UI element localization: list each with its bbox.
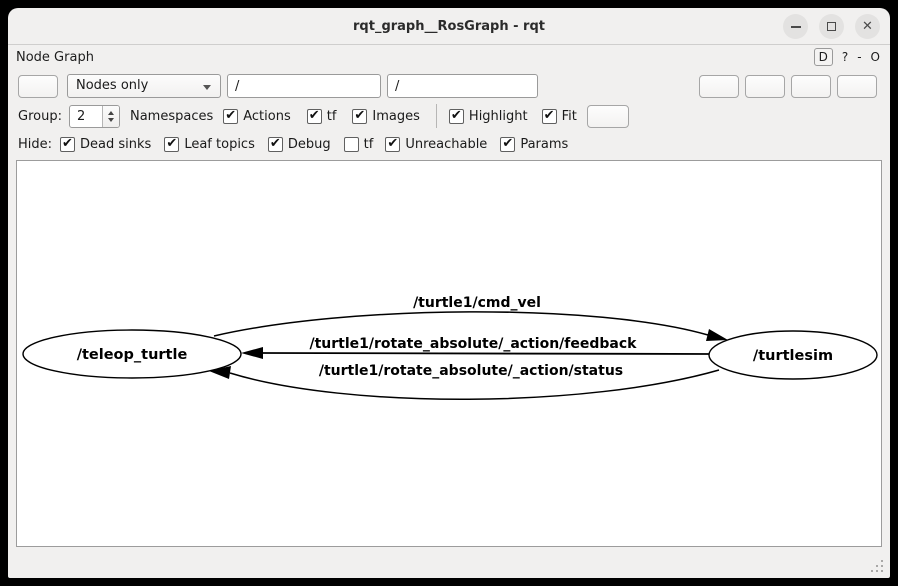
- checkbox-images[interactable]: Images: [352, 108, 420, 124]
- checkbox-highlight[interactable]: Highlight: [448, 108, 528, 124]
- minimize-button[interactable]: [783, 14, 808, 39]
- checkbox-indicator: [541, 108, 557, 124]
- checkbox-fit[interactable]: Fit: [541, 108, 577, 124]
- group-label: Group:: [18, 108, 62, 124]
- minimize-icon: [790, 25, 801, 28]
- checkbox-indicator: [385, 136, 401, 152]
- close-button[interactable]: ✕: [855, 14, 880, 39]
- checkbox-indicator: [267, 136, 283, 152]
- window-title: rqt_graph__RosGraph - rqt: [353, 19, 545, 34]
- group-spinner[interactable]: 2: [68, 104, 120, 128]
- node-label-turtlesim: /turtlesim: [753, 348, 833, 364]
- checkbox-tf-hide[interactable]: tf: [343, 136, 373, 152]
- spinner-arrows[interactable]: [101, 105, 119, 127]
- node-teleop-turtle[interactable]: [22, 329, 242, 379]
- namespaces-label: Namespaces: [129, 108, 214, 124]
- highlight-tool-button[interactable]: [699, 74, 739, 98]
- checkbox-debug[interactable]: Debug: [267, 136, 331, 152]
- close-icon: ✕: [862, 19, 873, 34]
- refresh-button[interactable]: [18, 74, 58, 98]
- spin-up-icon: [107, 110, 114, 115]
- checkbox-unreachable[interactable]: Unreachable: [385, 136, 487, 152]
- dock-title: Node Graph: [16, 50, 94, 65]
- topic-filter-input[interactable]: [387, 74, 538, 98]
- save-image-button[interactable]: [837, 74, 877, 98]
- checkbox-indicator: [164, 136, 180, 152]
- graph-type-dropdown[interactable]: Nodes only: [67, 74, 221, 98]
- checkbox-indicator: [500, 136, 516, 152]
- edge-label-cmd-vel: /turtle1/cmd_vel: [413, 295, 541, 311]
- separator: [435, 104, 437, 128]
- checkbox-indicator: [352, 108, 368, 124]
- save-dot-button[interactable]: [791, 74, 831, 98]
- checkbox-indicator: [223, 108, 239, 124]
- rqt-window: rqt_graph__RosGraph - rqt ✕ Node Graph D…: [8, 8, 890, 578]
- edge-label-status: /turtle1/rotate_absolute/_action/status: [319, 363, 623, 379]
- dock-help-button[interactable]: ?: [841, 50, 849, 64]
- node-label-teleop-turtle: /teleop_turtle: [77, 347, 188, 363]
- title-bar[interactable]: rqt_graph__RosGraph - rqt ✕: [8, 8, 890, 45]
- edge-label-feedback: /turtle1/rotate_absolute/_action/feedbac…: [310, 336, 638, 352]
- dock-minimize-button[interactable]: -: [857, 50, 862, 64]
- arrowhead-cmd-vel: [706, 329, 728, 341]
- maximize-icon: [827, 22, 836, 31]
- edge-cmd-vel: [213, 311, 709, 337]
- graph-type-value: Nodes only: [76, 78, 149, 93]
- dock-header: Node Graph D ? - O: [8, 45, 890, 71]
- maximize-button[interactable]: [819, 14, 844, 39]
- group-value: 2: [76, 108, 86, 124]
- node-turtlesim[interactable]: [708, 330, 878, 380]
- checkbox-actions[interactable]: Actions: [223, 108, 291, 124]
- node-graph-svg: /turtle1/cmd_vel /turtle1/rotate_absolut…: [22, 295, 878, 401]
- arrowhead-feedback: [241, 347, 263, 359]
- fit-in-view-button[interactable]: [586, 104, 629, 128]
- checkbox-leaf-topics[interactable]: Leaf topics: [164, 136, 255, 152]
- checkbox-indicator: [343, 136, 359, 152]
- edge-status: [229, 369, 720, 401]
- chevron-down-icon: [203, 85, 211, 90]
- checkbox-indicator: [60, 136, 76, 152]
- graph-canvas[interactable]: /turtle1/cmd_vel /turtle1/rotate_absolut…: [16, 160, 882, 547]
- checkbox-dead-sinks[interactable]: Dead sinks: [60, 136, 151, 152]
- dock-close-button[interactable]: O: [870, 50, 880, 64]
- node-filter-input[interactable]: [227, 74, 381, 98]
- dock-undock-button[interactable]: D: [813, 48, 833, 66]
- checkbox-params[interactable]: Params: [500, 136, 568, 152]
- resize-grip[interactable]: [869, 558, 883, 572]
- edge-feedback: [260, 352, 710, 355]
- spin-down-icon: [107, 117, 114, 122]
- checkbox-indicator: [306, 108, 322, 124]
- checkbox-indicator: [448, 108, 464, 124]
- hide-label: Hide:: [18, 136, 53, 152]
- arrowhead-status: [209, 366, 231, 379]
- checkbox-tf-show[interactable]: tf: [306, 108, 336, 124]
- fit-tool-button[interactable]: [745, 74, 785, 98]
